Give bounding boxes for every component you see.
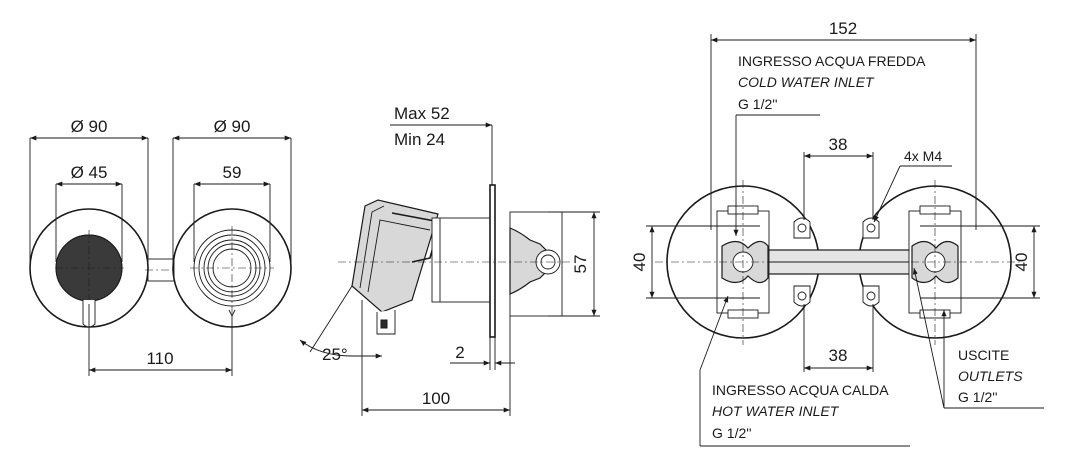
mounting-lugs — [793, 217, 880, 307]
cold-inlet-en: COLD WATER INLET — [738, 74, 875, 90]
dim-min: Min 24 — [394, 130, 445, 149]
dim-top-spacing: 38 — [829, 135, 848, 154]
dim-length: 100 — [422, 389, 450, 408]
dim-plate: 2 — [455, 343, 464, 362]
dim-bottom-spacing: 38 — [829, 346, 848, 365]
cold-inlet-size: G 1/2'' — [738, 96, 778, 112]
dim-total-width: 152 — [829, 19, 857, 38]
dim-dia-right: Ø 90 — [214, 117, 251, 136]
dim-dia-left: Ø 90 — [71, 117, 108, 136]
body-view: 152 38 38 40 40 4x M4 INGRESSO ACQUA FRE… — [630, 19, 1044, 447]
dim-right-height: 40 — [1012, 253, 1031, 272]
dim-angle: 25° — [322, 345, 348, 364]
dim-dia-handle: Ø 45 — [71, 163, 108, 182]
outlets-en: OUTLETS — [958, 368, 1023, 384]
dim-left-height: 40 — [630, 253, 649, 272]
wall-plate — [489, 184, 496, 338]
dim-height: 57 — [571, 255, 590, 274]
front-view: Ø 90 Ø 45 Ø 90 59 110 — [29, 117, 292, 376]
side-view: Max 52 Min 24 57 25° 2 100 — [299, 104, 600, 416]
dim-spout: 59 — [223, 163, 242, 182]
hot-inlet-size: G 1/2'' — [712, 425, 752, 441]
screws-label: 4x M4 — [904, 148, 942, 164]
outlets-it: USCITE — [958, 347, 1009, 363]
dim-centres: 110 — [146, 349, 173, 368]
hot-inlet-it: INGRESSO ACQUA CALDA — [712, 382, 889, 398]
outlets-size: G 1/2'' — [958, 389, 998, 405]
hot-inlet-en: HOT WATER INLET — [712, 403, 840, 419]
cartridge-body — [431, 217, 491, 303]
cold-inlet-it: INGRESSO ACQUA FREDDA — [738, 53, 926, 69]
dim-max: Max 52 — [394, 104, 450, 123]
